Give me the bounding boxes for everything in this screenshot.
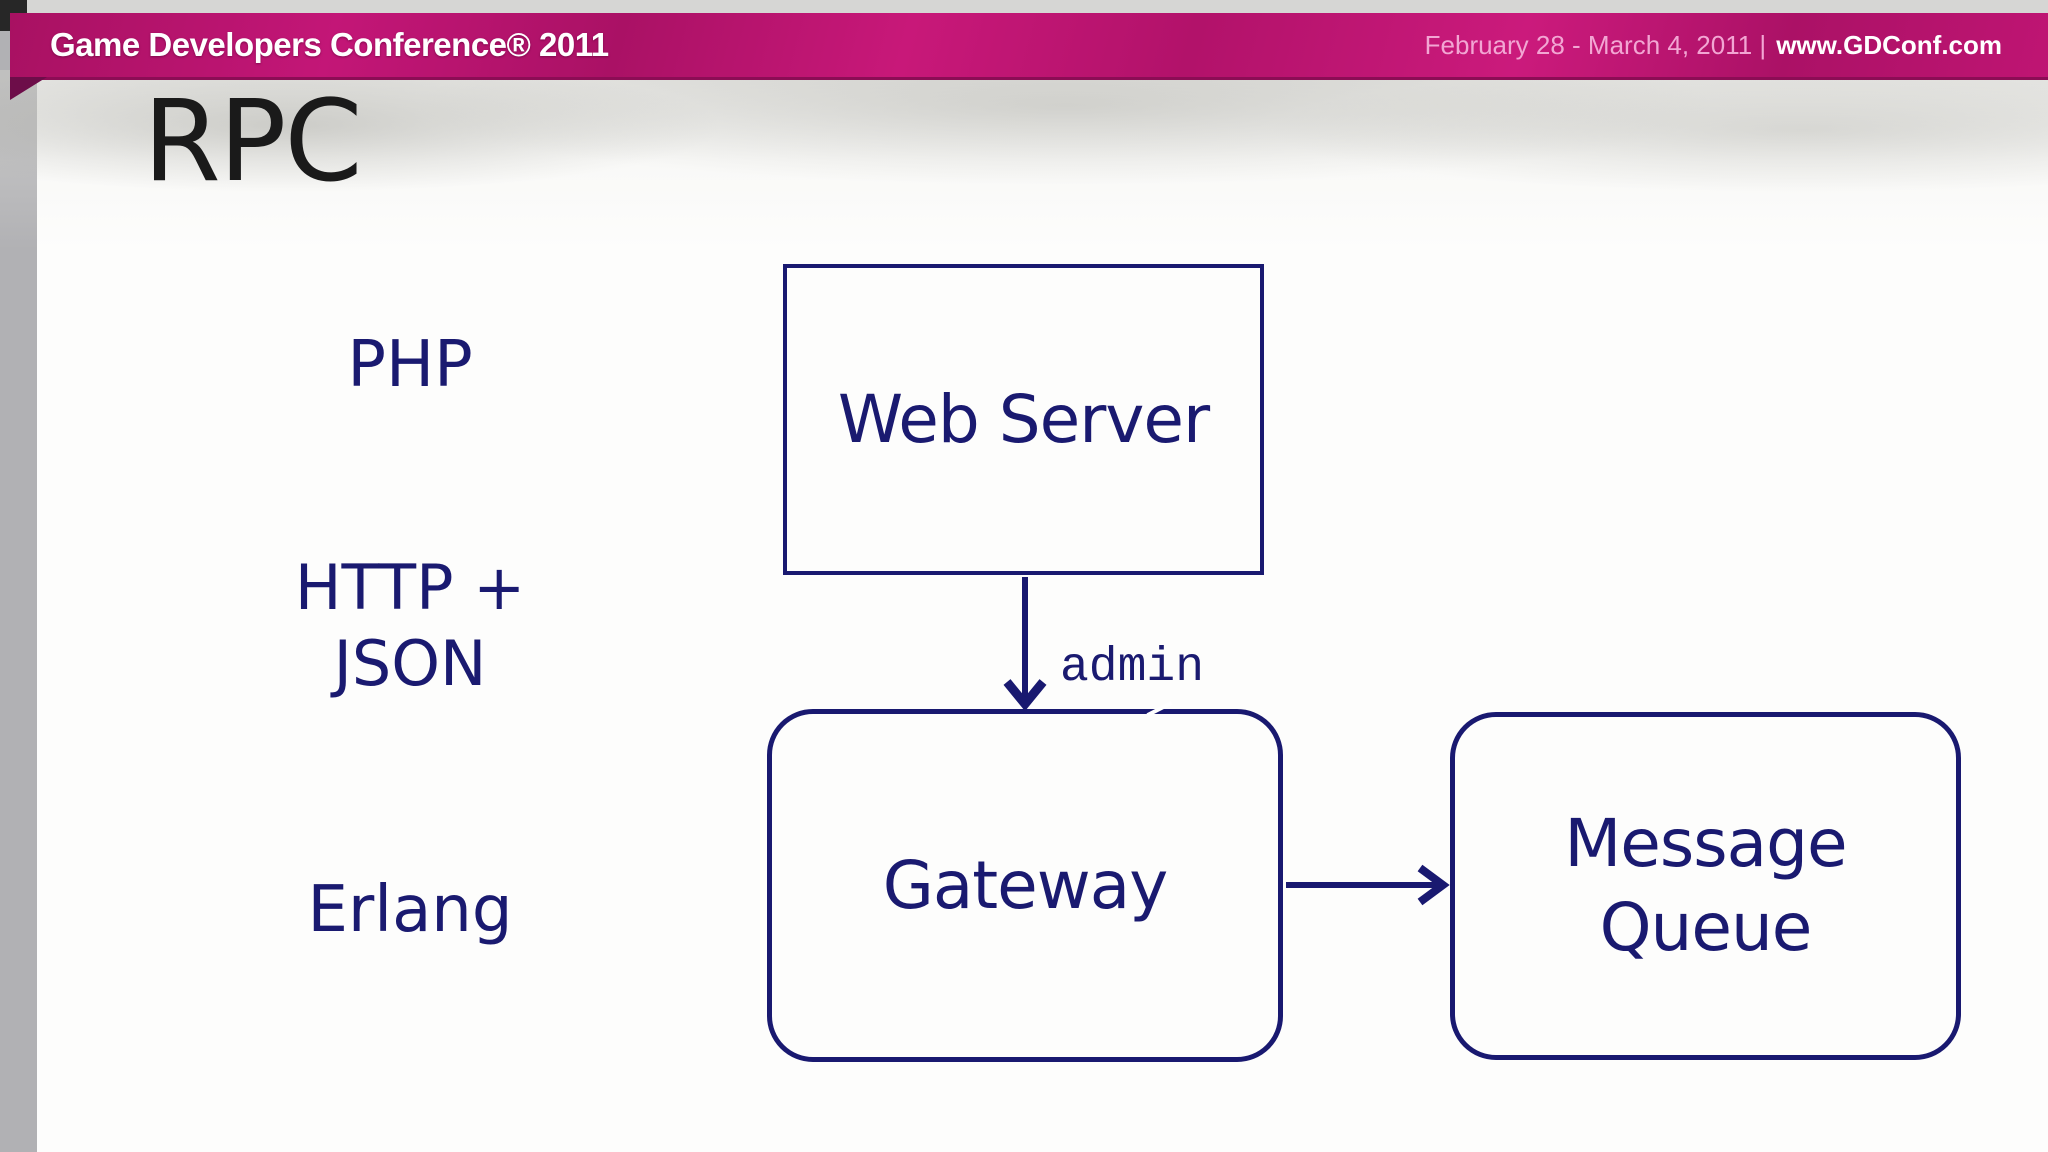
edge-label-admin: admin — [1060, 641, 1205, 695]
node-message-queue: Message Queue — [1450, 712, 1961, 1060]
node-message-queue-line2: Queue — [1599, 889, 1813, 966]
page-title: RPC — [143, 77, 363, 207]
label-http-json-line1: HTTP + — [294, 551, 526, 624]
node-web-server: Web Server — [783, 264, 1264, 575]
node-message-queue-line1: Message — [1564, 805, 1847, 882]
conference-dates-url: February 28 - March 4, 2011 | www.GDConf… — [1425, 30, 2048, 61]
arrow-webserver-to-gateway-head — [1003, 679, 1047, 712]
arrow-gateway-to-mq-head — [1417, 864, 1450, 906]
conference-dates: February 28 - March 4, 2011 | — [1424, 29, 1767, 60]
node-gateway: Gateway — [767, 709, 1283, 1062]
node-gateway-label: Gateway — [882, 847, 1169, 924]
conference-website: www.GDConf.com — [1776, 29, 2002, 60]
label-erlang: Erlang — [307, 873, 513, 947]
label-http-json: HTTP + JSON — [230, 550, 590, 702]
node-message-queue-label: Message Queue — [1564, 802, 1847, 970]
label-php: PHP — [347, 328, 473, 402]
node-web-server-label: Web Server — [837, 381, 1210, 458]
conference-header-bar: Game Developers Conference® 2011 Februar… — [10, 13, 2048, 80]
ribbon-fold — [10, 77, 47, 100]
left-edge-strip — [0, 0, 37, 1152]
conference-logo: Game Developers Conference® 2011 — [50, 26, 609, 63]
top-edge-strip — [0, 0, 2048, 14]
label-http-json-line2: JSON — [333, 627, 487, 700]
